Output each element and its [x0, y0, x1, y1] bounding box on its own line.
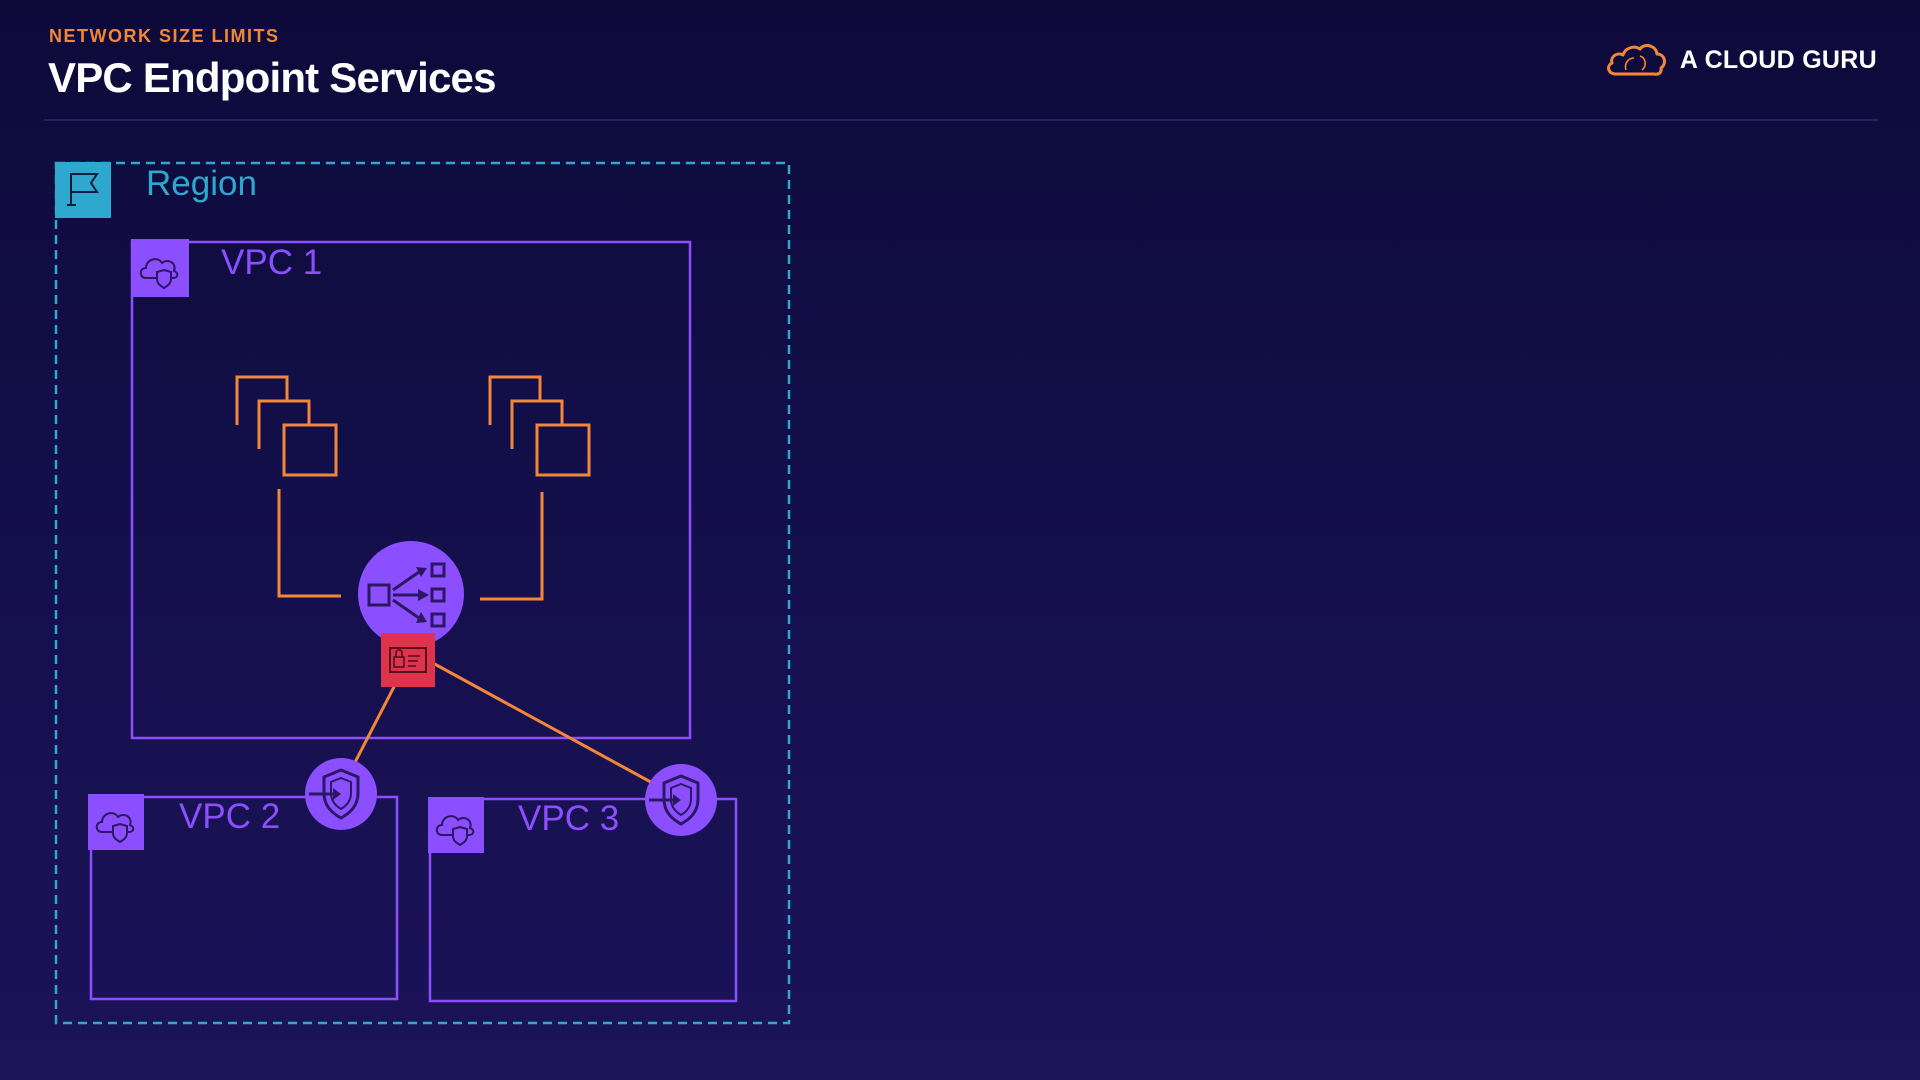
- vpc-2-boundary: [89, 795, 399, 1001]
- instance-connectors: [277, 489, 544, 601]
- vpc-2-label: VPC 2: [179, 797, 280, 836]
- section-eyebrow: NETWORK SIZE LIMITS: [49, 26, 280, 46]
- vpc-icon: [428, 797, 484, 853]
- vpc-1-label: VPC 1: [221, 243, 322, 282]
- endpoint-connections: [348, 660, 659, 788]
- vpc-3-boundary: [428, 797, 738, 1003]
- header-divider: [44, 119, 1878, 121]
- instances-icon: [488, 375, 591, 477]
- region-boundary: [54, 161, 791, 1025]
- vpc-icon: [88, 794, 144, 850]
- endpoint-service-icon: [381, 633, 435, 687]
- region-label: Region: [146, 164, 257, 203]
- cloud-logo-icon: [1606, 44, 1666, 76]
- vpc-icon: [131, 239, 189, 297]
- brand-logo: A CLOUD GURU: [1604, 40, 1877, 80]
- vpc-1-boundary: [130, 240, 692, 740]
- instances-icon: [235, 375, 338, 477]
- interface-endpoint-icon: [645, 764, 717, 836]
- interface-endpoint-icon: [305, 758, 377, 830]
- region-flag-icon: [55, 162, 111, 218]
- page-title: VPC Endpoint Services: [48, 54, 496, 101]
- network-load-balancer-icon: [358, 541, 464, 647]
- vpc-3-label: VPC 3: [518, 799, 619, 838]
- brand-name: A CLOUD GURU: [1679, 45, 1877, 74]
